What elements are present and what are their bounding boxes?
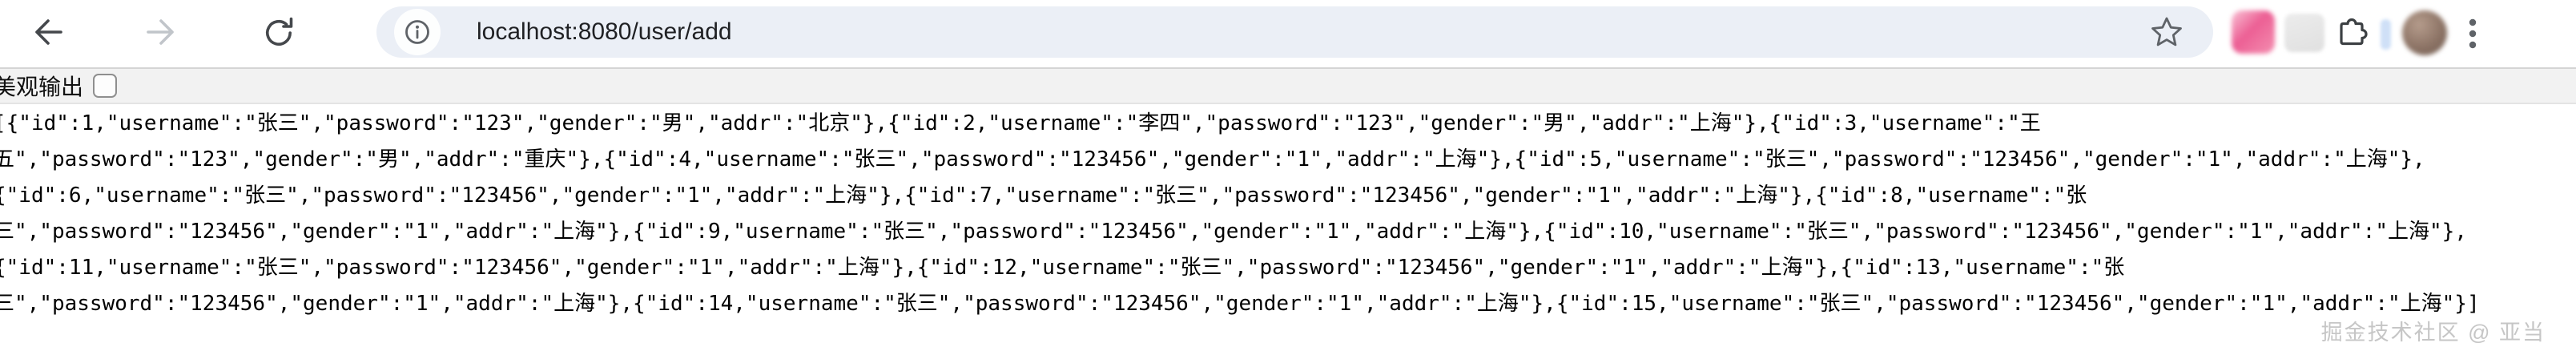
browser-toolbar: localhost:8080/user/add	[0, 0, 2576, 67]
json-line: 三","password":"123456","gender":"1","add…	[0, 292, 2480, 316]
url-text[interactable]: localhost:8080/user/add	[477, 18, 732, 45]
reload-button[interactable]	[260, 13, 298, 51]
extension-icon-blue[interactable]	[2381, 19, 2391, 50]
json-line: [{"id":1,"username":"张三","password":"123…	[0, 111, 2041, 135]
star-icon	[2151, 17, 2182, 46]
pretty-print-bar: 美观输出	[0, 67, 2576, 104]
json-line: {"id":6,"username":"张三","password":"1234…	[0, 184, 2087, 208]
puzzle-icon	[2340, 18, 2368, 46]
address-bar[interactable]: localhost:8080/user/add	[376, 6, 2213, 58]
json-line: 五","password":"123","gender":"男","addr":…	[0, 147, 2425, 171]
json-line: {"id":11,"username":"张三","password":"123…	[0, 256, 2125, 280]
back-arrow-icon	[35, 19, 62, 45]
watermark-text: 掘金技术社区 @ 亚当	[2320, 321, 2546, 345]
extension-icon-pink[interactable]	[2232, 10, 2275, 54]
pretty-print-label: 美观输出	[0, 75, 84, 99]
profile-avatar[interactable]	[2402, 10, 2447, 55]
pretty-print-checkbox[interactable]	[93, 74, 118, 98]
site-info-button[interactable]	[394, 9, 441, 55]
forward-arrow-icon	[147, 19, 174, 45]
info-icon	[405, 20, 429, 44]
extension-icon-grey[interactable]	[2284, 14, 2324, 52]
back-button[interactable]	[27, 13, 66, 51]
kebab-menu-icon	[2469, 18, 2477, 49]
forward-button[interactable]	[143, 13, 182, 51]
json-response-body: [{"id":1,"username":"张三","password":"123…	[0, 106, 2576, 322]
browser-menu-button[interactable]	[2467, 16, 2478, 51]
reload-icon	[266, 17, 293, 46]
bookmark-button[interactable]	[2149, 14, 2184, 50]
json-line: 三","password":"123456","gender":"1","add…	[0, 220, 2467, 244]
extensions-button[interactable]	[2335, 14, 2370, 50]
